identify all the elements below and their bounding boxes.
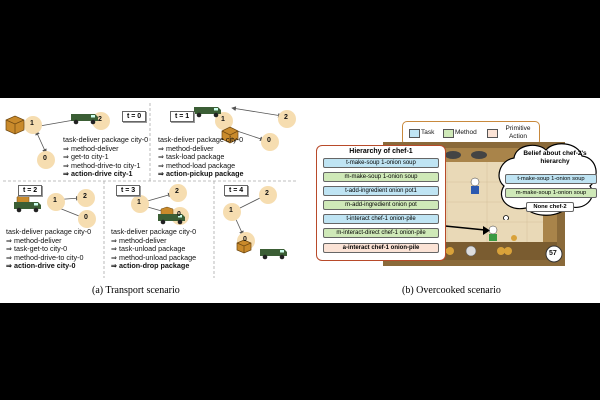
belief-node: None chef-2 xyxy=(526,202,574,212)
node-label: 2 xyxy=(284,114,288,121)
node-label: 2 xyxy=(265,190,269,197)
package-icon xyxy=(5,115,25,135)
time-step-label: t = 1 xyxy=(170,111,195,122)
hierarchy-node: m-add-ingredient onion pot xyxy=(323,200,439,210)
legend-primitive: Primitive Action xyxy=(505,125,531,140)
truck-icon xyxy=(260,249,287,260)
node-label: 0 xyxy=(84,214,88,221)
pot-icon xyxy=(445,151,487,159)
hierarchy-node: t-interact chef-1 onion-pile xyxy=(323,214,439,224)
onion-icon xyxy=(511,235,517,241)
time-step-label: t = 2 xyxy=(18,185,43,196)
graph-t1 xyxy=(215,106,296,151)
truck-icon xyxy=(194,107,221,118)
hierarchy-chef-1: Hierarchy of chef-1 t-make-soup 1-onion … xyxy=(316,145,446,261)
legend: Task Method Primitive Action xyxy=(402,121,540,146)
package-icon xyxy=(221,126,239,144)
belief-title: Belief about chef-2's hierarchy xyxy=(523,150,587,165)
graph-t0 xyxy=(24,112,110,169)
chef-2-icon xyxy=(470,177,480,194)
hierarchy-node: a-interact chef-1 onion-pile xyxy=(323,243,439,253)
hierarchy-node: m-interact-direct chef-1 onion-pile xyxy=(323,228,439,238)
hierarchy-node: m-make-soup 1-onion soup xyxy=(323,172,439,182)
hierarchy-node: t-add-ingredient onion pot1 xyxy=(323,186,439,196)
time-step-label: t = 3 xyxy=(116,185,141,196)
node-label: 0 xyxy=(177,211,181,218)
dish-icon xyxy=(465,245,477,257)
truck-icon xyxy=(158,206,185,225)
hierarchy-node: t-make-soup 1-onion soup xyxy=(323,158,439,168)
legend-method: Method xyxy=(455,129,477,136)
time-step-label: t = 0 xyxy=(122,111,147,122)
belief-node: t-make-soup 1-onion soup xyxy=(505,174,597,184)
timer-label: 57 xyxy=(549,250,557,257)
node-label: 2 xyxy=(98,116,102,123)
truck-icon xyxy=(14,194,41,213)
node-label: 0 xyxy=(243,236,247,243)
figure: 1 2 0 1 2 0 1 2 0 1 2 0 1 2 0 t = 0 t = … xyxy=(0,98,600,303)
node-label: 1 xyxy=(53,197,57,204)
node-label: 1 xyxy=(221,116,225,123)
hierarchy-title: Hierarchy of chef-1 xyxy=(349,148,413,155)
transport-caption: (a) Transport scenario xyxy=(92,285,180,296)
graph-t2 xyxy=(47,189,96,228)
node-label: 0 xyxy=(267,137,271,144)
time-step-label: t = 4 xyxy=(224,185,249,196)
belief-node: m-make-soup 1-onion soup xyxy=(505,188,597,198)
node-label: 1 xyxy=(30,120,34,127)
node-label: 2 xyxy=(83,193,87,200)
transport-graphics xyxy=(3,103,298,278)
legend-task: Task xyxy=(421,129,435,136)
truck-icon xyxy=(71,114,98,125)
overcooked-caption: (b) Overcooked scenario xyxy=(402,285,501,296)
node-label: 2 xyxy=(175,188,179,195)
node-label: 0 xyxy=(43,155,47,162)
package-icon xyxy=(236,239,252,254)
node-label: 1 xyxy=(137,199,141,206)
node-label: 1 xyxy=(229,207,233,214)
